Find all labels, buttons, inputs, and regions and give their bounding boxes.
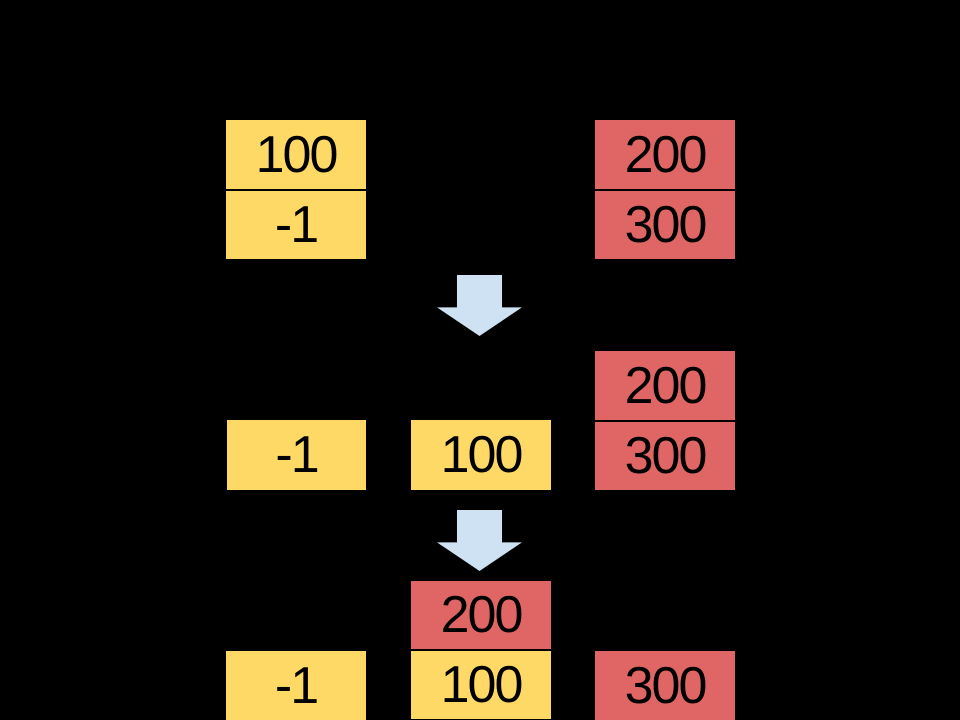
stage2-red-stack-bottom-cell: 300 xyxy=(595,420,735,490)
stage1-red-stack-bottom-cell: 300 xyxy=(595,189,735,259)
stage3-middle-stack-bottom-cell: 100 xyxy=(411,649,551,719)
stage2-red-stack: 200 300 xyxy=(595,351,735,490)
stage1-red-stack-top-cell: 200 xyxy=(595,120,735,189)
stage3-middle-stack-top-cell: 200 xyxy=(411,581,551,649)
stage1-red-stack: 200 300 xyxy=(595,120,735,259)
stage3-middle-stack: 200 100 xyxy=(411,581,551,720)
stage1-yellow-stack-top-cell: 100 xyxy=(226,120,366,189)
down-arrow-icon xyxy=(437,510,522,571)
stage2-middle-yellow-box: 100 xyxy=(411,420,551,490)
stage1-yellow-stack-bottom-cell: -1 xyxy=(226,189,366,259)
stage2-left-yellow-box: -1 xyxy=(227,420,366,490)
stage2-red-stack-top-cell: 200 xyxy=(595,351,735,420)
down-arrow-icon xyxy=(437,275,522,336)
stage3-right-red-box: 300 xyxy=(595,651,735,720)
stage3-left-yellow-box: -1 xyxy=(226,651,366,720)
stage1-yellow-stack: 100 -1 xyxy=(226,120,366,259)
